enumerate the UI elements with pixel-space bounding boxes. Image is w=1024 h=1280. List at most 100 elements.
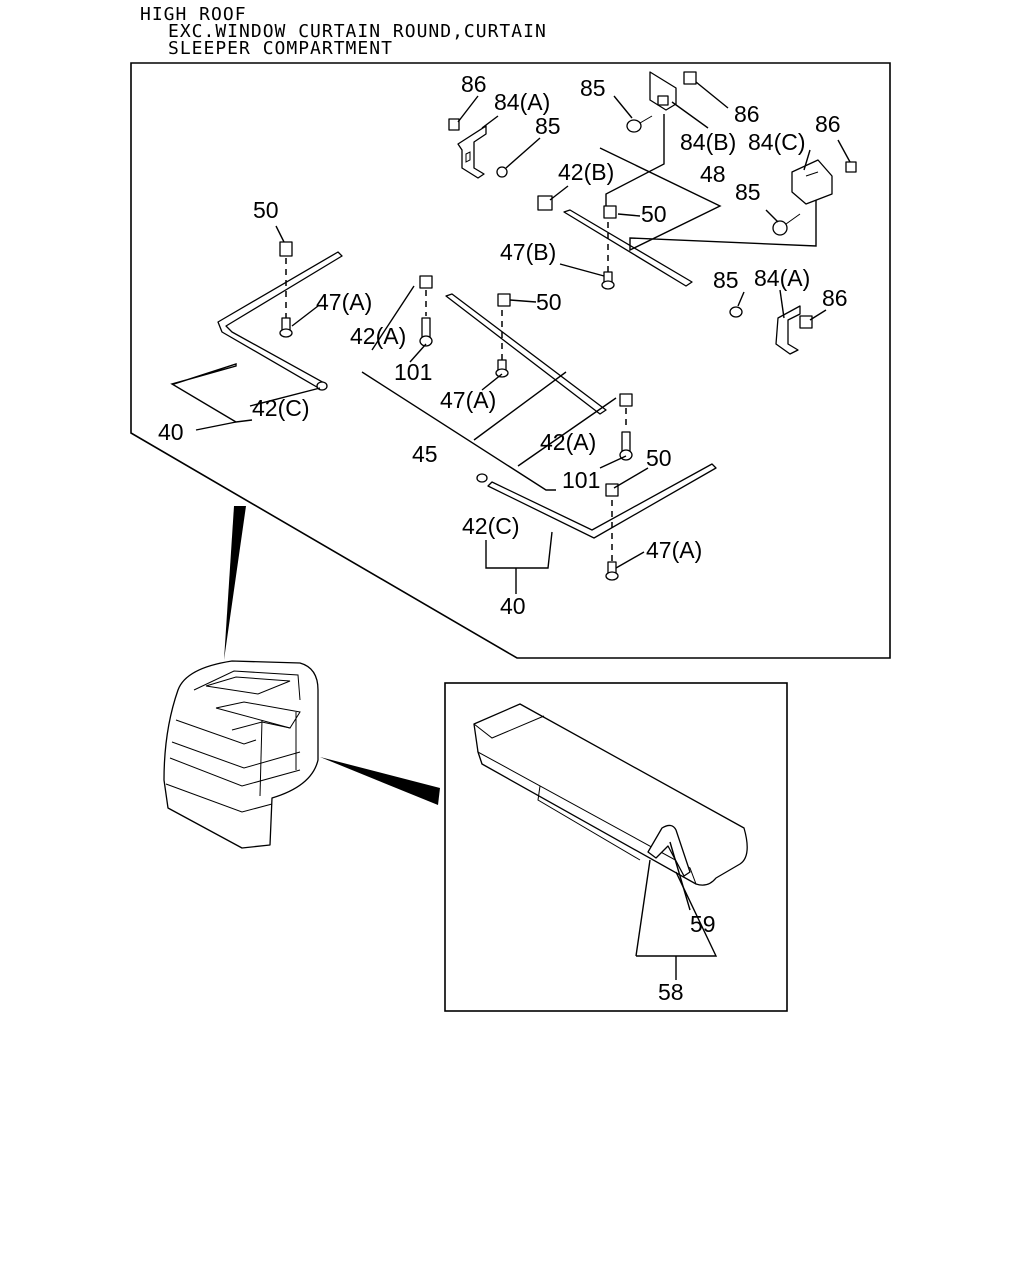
callout-42c-b: 42(C): [462, 513, 520, 539]
screw-47a-left: [279, 317, 293, 338]
leader-45-left: [361, 371, 556, 491]
rail-45: [445, 293, 607, 415]
screw-101-lower: [619, 431, 633, 461]
bracket-84a-lower: [775, 305, 801, 355]
curtain-58-illustration: [473, 703, 748, 886]
leader-42a-b: [517, 397, 617, 467]
leader-40-a-stem: [195, 421, 237, 431]
leader-47b: [559, 263, 605, 277]
leader-50-c: [509, 299, 537, 303]
callout-48: 48: [700, 161, 726, 187]
callout-50-b: 50: [253, 197, 279, 223]
leader-50-b: [275, 225, 285, 243]
callout-84c: 84(C): [748, 129, 806, 155]
rail-40-upper: [217, 251, 343, 391]
leader-84a-b: [779, 289, 785, 319]
callout-45: 45: [412, 441, 438, 467]
screw-47b: [601, 271, 615, 290]
callout-47b: 47(B): [500, 239, 556, 265]
bracket-84c: [791, 159, 833, 205]
callout-86-d: 86: [822, 285, 848, 311]
callout-85-d: 85: [713, 267, 739, 293]
clip-42c-lower: [476, 473, 488, 483]
clip-50-left: [279, 241, 293, 257]
clip-86-upper-middle: [683, 71, 697, 85]
screw-101-upper: [419, 317, 433, 347]
screw-85-lower-right: [729, 306, 743, 318]
header-line-2: EXC.WINDOW CURTAIN ROUND,CURTAIN: [168, 21, 547, 42]
callout-86-a: 86: [461, 71, 487, 97]
leader-42c-a: [249, 387, 321, 407]
callout-85-a: 85: [535, 113, 561, 139]
callout-84a-a: 84(A): [494, 89, 550, 115]
callout-84b: 84(B): [680, 129, 736, 155]
header-line-3: SLEEPER COMPARTMENT: [168, 38, 393, 59]
callout-58: 58: [658, 979, 684, 1005]
callout-40-b: 40: [500, 593, 526, 619]
leader-40-b: [485, 531, 553, 569]
callout-50-c: 50: [536, 289, 562, 315]
leader-42b: [549, 185, 569, 201]
callout-84a-b: 84(A): [754, 265, 810, 291]
screw-85-upper-left: [496, 166, 508, 178]
leader-85-a: [505, 137, 541, 169]
leader-101-a: [409, 343, 427, 363]
callout-50-d: 50: [646, 445, 672, 471]
callout-101-b: 101: [562, 467, 600, 493]
leader-85-b: [613, 95, 633, 119]
callout-47a-a: 47(A): [316, 289, 372, 315]
leader-101-b: [599, 455, 627, 469]
pointer-wedge-inset: [320, 757, 440, 805]
callout-101-a: 101: [394, 359, 432, 385]
callout-47a-b: 47(A): [440, 387, 496, 413]
leader-47a-b: [481, 373, 503, 391]
main-frame: [130, 62, 891, 659]
screw-85-upper-middle: [626, 115, 653, 133]
callout-42b: 42(B): [558, 159, 614, 185]
clip-86-upper-left: [448, 118, 460, 131]
screw-47a-lower: [605, 561, 619, 581]
callout-47a-c: 47(A): [646, 537, 702, 563]
clip-42a-upper: [419, 275, 433, 289]
inset-frame: [444, 682, 788, 1012]
leader-86-d: [809, 309, 827, 321]
screw-47a-middle: [495, 359, 509, 378]
bracket-84b: [649, 71, 677, 111]
leader-47a-a: [291, 305, 319, 327]
leader-84b: [671, 101, 709, 129]
leader-45-right: [473, 371, 567, 441]
clip-50-middle: [497, 293, 511, 307]
callout-86-b: 86: [734, 101, 760, 127]
callout-42a-a: 42(A): [350, 323, 406, 349]
leader-85-d: [737, 291, 745, 307]
header-line-1: HIGH ROOF: [140, 4, 247, 25]
clip-42a-lower: [619, 393, 633, 407]
leader-84c: [803, 149, 811, 171]
clip-50-right: [603, 205, 617, 219]
leader-84a-a: [481, 115, 499, 129]
clip-86-lower-right: [799, 315, 813, 329]
leader-59: [669, 841, 691, 911]
leader-86-b: [695, 81, 729, 109]
clip-86-upper-right: [845, 161, 857, 173]
callout-50-a: 50: [641, 201, 667, 227]
leader-48: [599, 147, 817, 252]
leader-47a-c: [615, 551, 645, 569]
leader-50-a: [617, 213, 641, 217]
leader-40-a: [170, 363, 253, 423]
leader-85-c: [765, 209, 779, 223]
pointer-wedge-upper: [224, 506, 246, 660]
callout-42a-b: 42(A): [540, 429, 596, 455]
leader-50-d: [613, 467, 649, 489]
leader-86-a: [457, 95, 479, 123]
bracket-84a-upper: [457, 125, 487, 179]
clip-42b: [537, 195, 553, 211]
callout-85-c: 85: [735, 179, 761, 205]
leader-58: [635, 859, 718, 957]
rail-48: [563, 209, 693, 287]
leader-86-c: [837, 139, 851, 163]
screw-85-upper-right: [772, 213, 801, 236]
callout-86-c: 86: [815, 111, 841, 137]
clip-50-lower: [605, 483, 619, 497]
